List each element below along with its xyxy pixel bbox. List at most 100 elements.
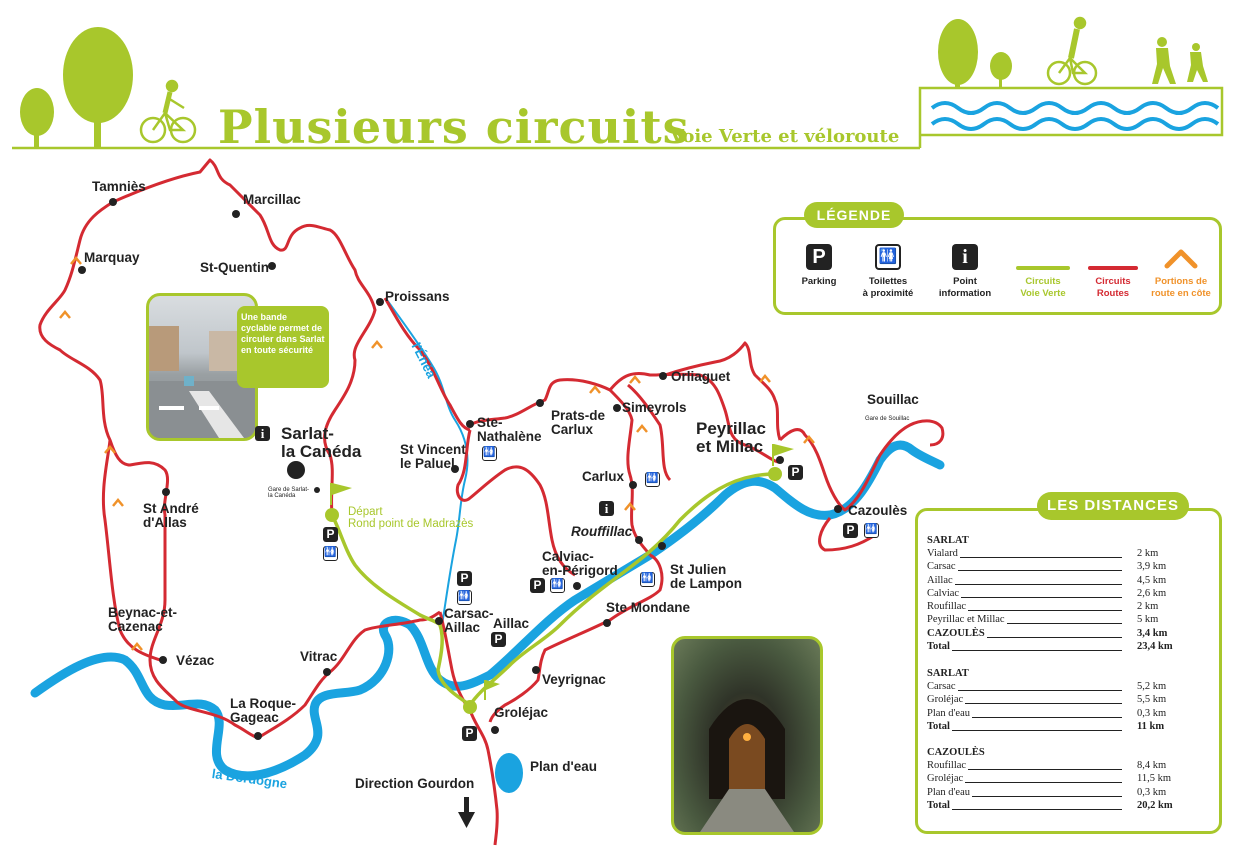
parking-icon: P [806, 244, 832, 270]
red-line-swatch [1088, 266, 1138, 270]
place-peyrillac-line2: et Millac [696, 437, 764, 456]
place-st-andre: St André d'Allas [143, 502, 199, 530]
distance-value: 20,2 km [1137, 799, 1173, 811]
header-decoration [12, 16, 1224, 150]
place-proissans: Proissans [385, 289, 450, 304]
place-grolejac: Groléjac [494, 705, 549, 720]
tunnel-illustration [700, 699, 794, 832]
place-st-quentin: St-Quentin [200, 260, 269, 275]
place-sarlat-line2: la Canéda [281, 442, 362, 461]
distance-row: Carsac 5,2 km [927, 680, 1187, 694]
info-icon: i [255, 426, 270, 441]
tunnel-photo [671, 636, 823, 835]
water-waves [930, 101, 1220, 131]
distance-name: Plan d'eau [927, 706, 973, 720]
distance-name: Groléjac [927, 772, 966, 786]
tree-icon [938, 19, 1012, 88]
gare-sarlat-line1: Gare de Sarlat- [268, 487, 310, 493]
cycle-lane-callout: Une bande cyclable permet de circuler da… [237, 306, 329, 388]
parking-icon: P [462, 726, 477, 741]
place-ste-nathalene-line1: Ste- [477, 415, 503, 430]
distance-value: 2 km [1137, 548, 1159, 559]
place-beynac-line1: Beynac-et- [108, 605, 178, 620]
distance-name: Plan d'eau [927, 785, 973, 799]
legend-title: LÉGENDE [804, 202, 904, 228]
place-rouffillac: Rouffillac [571, 524, 633, 539]
place-prats: Prats-de Carlux [551, 409, 605, 437]
toilets-icon: 🚻 [875, 244, 901, 270]
depart-line2: Rond point de Madrazès [348, 518, 474, 530]
distance-value: 5,2 km [1137, 681, 1167, 692]
place-ste-mondane: Ste Mondane [606, 600, 691, 615]
chevron-up-icon [1164, 249, 1198, 269]
distance-row: Roufillac 8,4 km [927, 759, 1187, 773]
road-illustration [149, 326, 255, 438]
legend-toilets-label: Toilettes à proximité [862, 276, 914, 299]
parking-icon: P [457, 571, 472, 586]
direction-arrow-icon [458, 797, 475, 828]
place-carsac-line2: Aillac [444, 620, 481, 635]
place-souillac: Souillac [867, 392, 919, 407]
toilets-icon: 🚻 [864, 523, 879, 538]
distance-group: CAZOULÈS Roufillac 8,4 km Groléjac 11,5 km… [927, 746, 1187, 813]
place-calviac-line2: en-Périgord [542, 563, 618, 578]
tree-icon [20, 27, 133, 148]
distance-value: 0,3 km [1137, 707, 1167, 719]
place-beynac: Beynac-et- Cazenac [108, 606, 177, 634]
parking-icon: P [788, 465, 803, 480]
toilets-icon: 🚻 [457, 590, 472, 605]
distance-value: 5,5 km [1137, 694, 1167, 706]
place-prats-line2: Carlux [551, 422, 594, 437]
distance-value: 2,6 km [1137, 587, 1167, 599]
distance-value: 3,9 km [1137, 561, 1167, 573]
distance-name: Roufillac [927, 759, 969, 773]
toilets-icon: 🚻 [645, 472, 660, 487]
distance-group-head: SARLAT [927, 535, 969, 546]
parking-icon: P [843, 523, 858, 538]
place-st-julien-line1: St Julien [670, 562, 727, 577]
distance-name: Vialard [927, 547, 960, 561]
distance-total-row: Total 11 km [927, 719, 1187, 734]
legend-info-label: Point information [938, 276, 992, 299]
cyclist-icon [139, 79, 197, 144]
place-tamnies: Tamniès [92, 179, 146, 194]
place-marcillac: Marcillac [243, 192, 301, 207]
toilets-icon: 🚻 [640, 572, 655, 587]
distance-value: 11 km [1137, 720, 1165, 732]
direction-gourdon: Direction Gourdon [355, 776, 475, 791]
place-orliaguet: Orliaguet [671, 369, 731, 384]
place-calviac-line1: Calviac- [542, 549, 594, 564]
place-aillac: Aillac [493, 616, 530, 631]
place-ste-nathalene-line2: Nathalène [477, 429, 542, 444]
place-st-julien: St Julien de Lampon [670, 563, 742, 591]
depart-line1: Départ [348, 506, 383, 518]
distance-name: Carsac [927, 680, 958, 694]
distance-group-head: CAZOULÈS [927, 747, 985, 758]
place-vitrac: Vitrac [300, 649, 338, 664]
distance-value: 8,4 km [1137, 760, 1167, 771]
place-marquay: Marquay [84, 250, 140, 265]
page-subtitle: Voie Verte et véloroute [670, 126, 900, 147]
place-st-andre-line1: St André [143, 501, 199, 516]
distance-value: 5 km [1137, 614, 1159, 626]
place-la-roque-line1: La Roque- [230, 696, 296, 711]
place-st-julien-line2: de Lampon [670, 576, 743, 591]
distance-group-head: SARLAT [927, 668, 969, 679]
distance-name: Total [927, 798, 952, 813]
gare-sarlat-line2: la Canéda [268, 493, 296, 499]
parking-icon: P [491, 632, 506, 647]
place-st-andre-line2: d'Allas [143, 515, 187, 530]
legend-slopes-label: Portions de route en côte [1151, 276, 1211, 299]
distance-value: 11,5 km [1137, 773, 1172, 785]
distance-value: 23,4 km [1137, 641, 1173, 653]
place-carsac: Carsac- Aillac [444, 607, 494, 635]
distance-name: Total [927, 719, 952, 734]
